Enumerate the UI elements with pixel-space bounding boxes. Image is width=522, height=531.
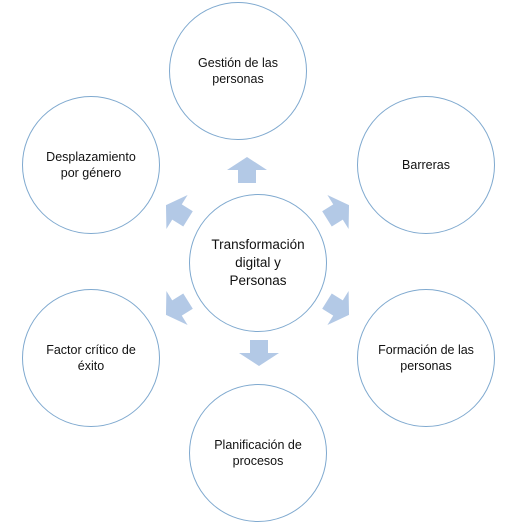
node-formacion-personas: Formación de las personas	[357, 289, 495, 427]
arrow-down	[239, 340, 279, 366]
node-factor-critico: Factor crítico de éxito	[22, 289, 160, 427]
arrow-lower-left	[165, 291, 193, 325]
arrow-up	[227, 157, 267, 183]
arrow-upper-right	[322, 195, 350, 229]
node-gestion-personas: Gestión de las personas	[169, 2, 307, 140]
arrow-upper-left	[165, 195, 193, 229]
node-label: Formación de las personas	[378, 342, 474, 373]
center-node: Transformación digital y Personas	[189, 194, 327, 332]
node-label: Desplazamiento por género	[46, 149, 136, 180]
node-label: Gestión de las personas	[198, 55, 278, 86]
node-planificacion-procesos: Planificación de procesos	[189, 384, 327, 522]
node-label: Barreras	[402, 157, 450, 172]
node-desplazamiento-genero: Desplazamiento por género	[22, 96, 160, 234]
arrow-lower-right	[322, 291, 350, 325]
node-barreras: Barreras	[357, 96, 495, 234]
node-label: Factor crítico de éxito	[46, 342, 136, 373]
node-label: Planificación de procesos	[214, 437, 302, 468]
center-node-label: Transformación digital y Personas	[211, 236, 305, 289]
